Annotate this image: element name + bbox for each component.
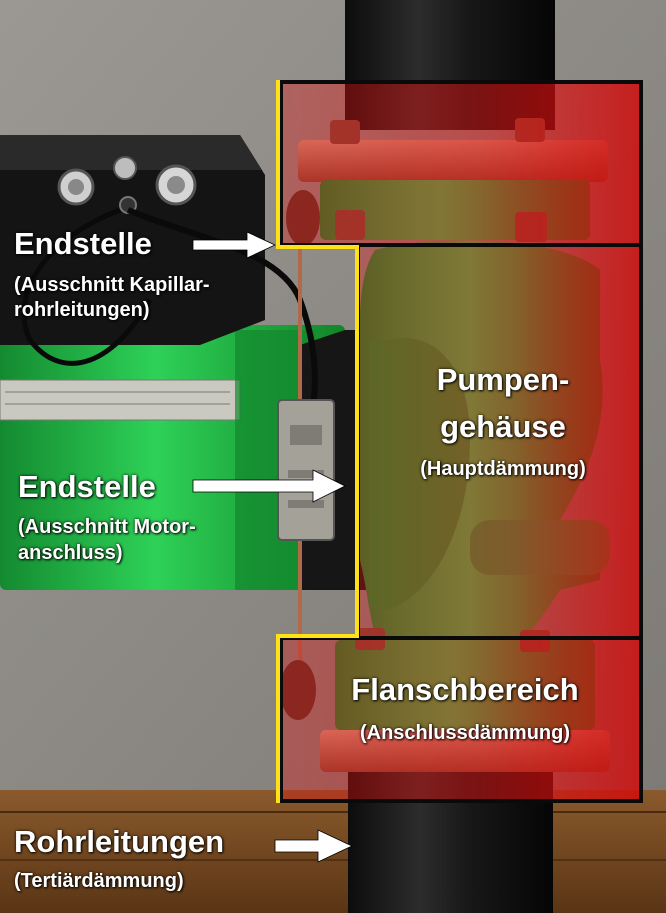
arrow-rohrleitungen	[274, 829, 353, 863]
label-endstelle-motor-sub1: (Ausschnitt Motor-	[18, 516, 196, 538]
zone-flange-bottom	[281, 638, 641, 801]
zone-flange-top	[281, 82, 641, 245]
motor-rating-plate	[0, 379, 241, 421]
arrows	[192, 231, 353, 863]
arrow-endstelle-motor	[192, 469, 346, 503]
control-button-2	[113, 156, 137, 180]
label-flanschbereich-title: Flanschbereich	[351, 672, 579, 707]
label-endstelle-motor-title: Endstelle	[18, 469, 156, 504]
label-endstelle-motor-sub2: anschluss)	[18, 542, 123, 564]
sensor-cable-loop	[21, 207, 153, 366]
label-pumpengehaeuse-title1: Pumpen-	[436, 362, 570, 397]
label-rohrleitungen-sub: (Tertiärdämmung)	[14, 870, 184, 892]
label-endstelle-kapillar-title: Endstelle	[14, 226, 152, 261]
zone-endpoint-yellow-outline	[276, 80, 359, 803]
zone-pump-housing	[358, 245, 641, 638]
label-endstelle-kapillar-sub1: (Ausschnitt Kapillar-	[14, 274, 210, 296]
label-pumpengehaeuse-title2: gehäuse	[440, 409, 566, 444]
label-endstelle-kapillar-sub2: rohrleitungen)	[14, 299, 150, 321]
label-flanschbereich-sub: (Anschlussdämmung)	[359, 722, 571, 744]
sensor-cable	[126, 207, 318, 411]
label-rohrleitungen-title: Rohrleitungen	[14, 824, 225, 859]
label-pumpengehaeuse-sub: (Hauptdämmung)	[420, 458, 586, 480]
arrow-endstelle-kapillar	[192, 231, 276, 259]
